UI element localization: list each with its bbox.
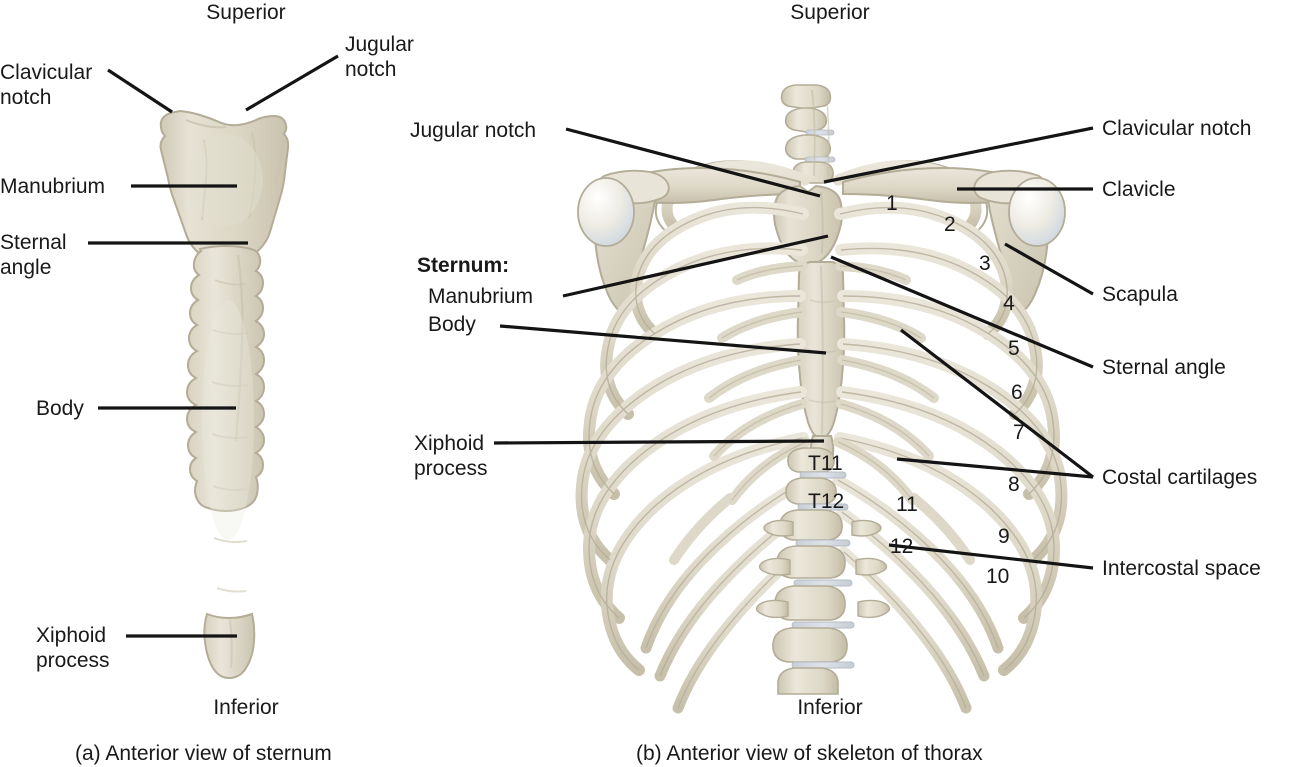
label-clavicular-notch-a-line2: notch — [0, 86, 52, 109]
leader-costal-cartilage-2 — [896, 457, 1094, 479]
leader-sternum-body — [499, 324, 827, 355]
label-jugular-notch-a-line1: Jugular — [345, 33, 414, 56]
label-clavicular-notch-a-line1: Clavicular — [0, 61, 93, 84]
rib-number-1: 1 — [886, 192, 898, 215]
leader-jugular-notch-b — [565, 127, 821, 198]
label-xiphoid-process-b-line1: Xiphoid — [414, 432, 485, 455]
leader-clavicular-notch-a — [107, 68, 173, 114]
rib-number-3: 3 — [979, 252, 991, 275]
label-sternal-angle-a-line1: Sternal — [0, 231, 67, 254]
panel-b-caption: (b) Anterior view of skeleton of thorax — [636, 742, 983, 765]
vertebral-column-upper — [780, 84, 836, 184]
label-sternum-manubrium: Manubrium — [428, 285, 534, 308]
rib-number-7: 7 — [1013, 421, 1025, 444]
rib-number-12: 12 — [890, 535, 914, 558]
label-xiphoid-process-a-line1: Xiphoid — [36, 624, 107, 647]
rib-number-10: 10 — [986, 565, 1010, 588]
thorax-illustration-b — [575, 84, 1068, 714]
label-clavicular-notch-b: Clavicular notch — [1102, 117, 1252, 140]
leader-intercostal-space — [888, 543, 1094, 570]
label-body-a: Body — [36, 397, 84, 420]
label-manubrium-a: Manubrium — [0, 175, 106, 198]
rib-number-9: 9 — [998, 525, 1010, 548]
rib-outlines — [580, 206, 1063, 671]
rib-number-2: 2 — [944, 213, 956, 236]
rib-number-4: 4 — [1003, 292, 1015, 315]
rib-number-11: 11 — [896, 493, 918, 516]
leader-lines-b — [493, 126, 1094, 570]
label-sternum-body: Body — [428, 313, 476, 336]
label-vertebra-t11: T11 — [808, 452, 843, 475]
leader-clavicular-notch-b — [823, 126, 1094, 184]
leader-sternum-manubrium — [562, 234, 829, 298]
leader-scapula — [1004, 242, 1094, 296]
panel-a-superior-label: Superior — [206, 1, 286, 24]
label-clavicle: Clavicle — [1102, 178, 1176, 201]
sternum-illustration-a — [159, 109, 290, 680]
humerus-head-left — [577, 177, 635, 247]
leader-sternal-angle-b — [830, 255, 1094, 369]
vertebral-column-lower — [755, 447, 891, 695]
label-xiphoid-process-a-line2: process — [36, 649, 110, 672]
label-costal-cartilages: Costal cartilages — [1102, 466, 1258, 489]
label-sternal-angle-a-line2: angle — [0, 256, 52, 279]
rib-number-5: 5 — [1008, 337, 1020, 360]
label-scapula: Scapula — [1102, 283, 1178, 306]
leader-xiphoid-b — [493, 439, 825, 445]
label-vertebra-t12: T12 — [808, 490, 845, 513]
leader-costal-cartilage-1 — [900, 328, 1094, 479]
label-intercostal-space: Intercostal space — [1102, 557, 1261, 580]
rib-number-6: 6 — [1011, 381, 1023, 404]
rib-number-8: 8 — [1008, 473, 1020, 496]
leader-jugular-notch-a — [245, 54, 339, 112]
panel-a-caption: (a) Anterior view of sternum — [75, 742, 332, 765]
panel-b-superior-label: Superior — [790, 1, 870, 24]
label-sternum-heading: Sternum: — [417, 254, 510, 277]
leader-lines-a — [88, 54, 339, 638]
humerus-head-right — [1008, 177, 1066, 247]
panel-b-inferior-label: Inferior — [797, 696, 863, 719]
panel-a-inferior-label: Inferior — [213, 696, 279, 719]
label-sternal-angle-b: Sternal angle — [1102, 356, 1226, 379]
label-jugular-notch-b: Jugular notch — [410, 119, 537, 142]
label-jugular-notch-a-line2: notch — [345, 58, 397, 81]
label-xiphoid-process-b-line2: process — [414, 457, 488, 480]
